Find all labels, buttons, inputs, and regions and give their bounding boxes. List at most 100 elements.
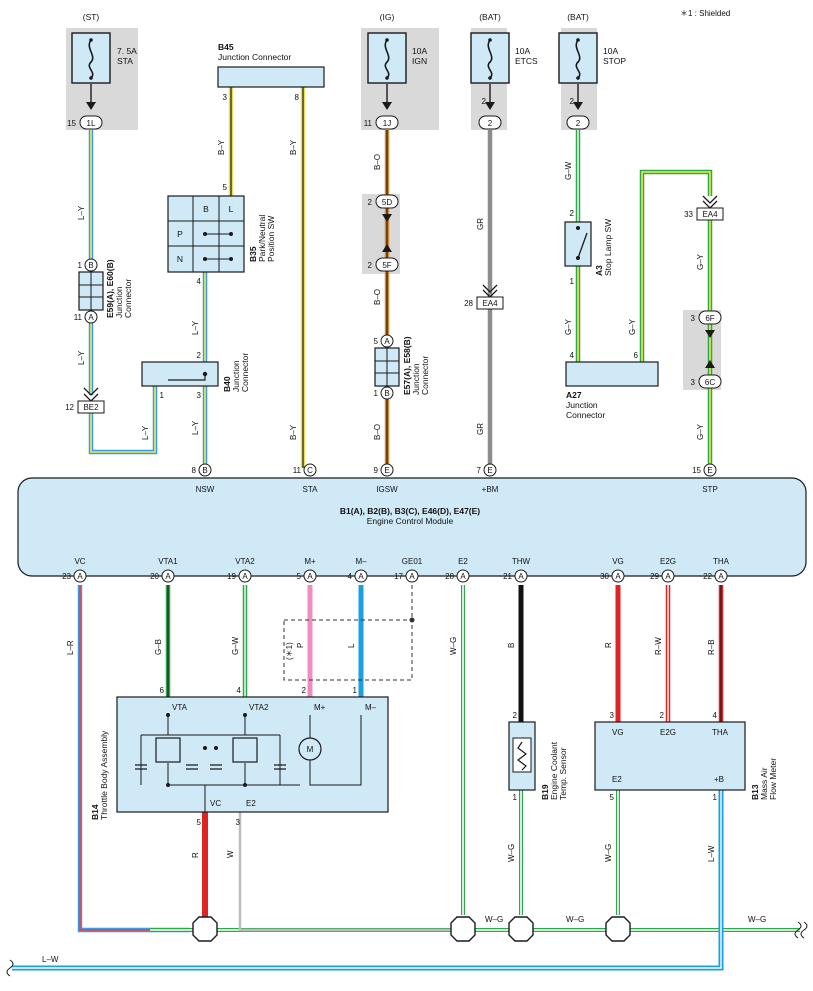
- b35-code: B35: [248, 246, 258, 262]
- svg-text:L–W: L–W: [42, 955, 59, 964]
- a3-name: Stop Lamp SW: [603, 219, 613, 276]
- fuse-sta-rating: 7. 5A: [117, 46, 137, 56]
- svg-text:6: 6: [634, 351, 639, 360]
- svg-text:3: 3: [236, 818, 241, 827]
- fuse-arrow-icons: [86, 84, 583, 110]
- e59-junction-connector: [78, 271, 104, 311]
- b19-code: B19: [540, 784, 550, 800]
- svg-text:L–Y: L–Y: [77, 205, 86, 220]
- svg-text:L–W: L–W: [707, 845, 716, 862]
- svg-text:4: 4: [197, 277, 202, 286]
- ecm-code: B1(A), B2(B), B3(C), E46(D), E47(E): [340, 506, 480, 516]
- svg-text:20: 20: [150, 572, 159, 581]
- svg-text:A: A: [307, 572, 313, 581]
- svg-text:2: 2: [570, 97, 575, 106]
- fuse-stop-icon: [558, 32, 598, 84]
- b35-name1: Park/Neutral: [257, 215, 267, 262]
- svg-text:A: A: [409, 572, 415, 581]
- svg-text:E: E: [384, 466, 389, 475]
- splice-points: [192, 916, 631, 942]
- e59-name1: Junction: [114, 286, 124, 318]
- svg-text:B–O: B–O: [373, 424, 382, 440]
- ecm-pin-tha: THA: [713, 557, 730, 566]
- ecm-pin-e2g: E2G: [660, 557, 676, 566]
- tag-2-etcs: 2: [488, 119, 493, 128]
- svg-text:29: 29: [650, 572, 659, 581]
- svg-text:W–G: W–G: [748, 915, 766, 924]
- svg-text:B: B: [384, 389, 389, 398]
- svg-text:B–O: B–O: [373, 289, 382, 305]
- b13-pin-tha: THA: [712, 728, 729, 737]
- svg-text:B–O: B–O: [373, 154, 382, 170]
- svg-text:2: 2: [570, 209, 575, 218]
- svg-text:2: 2: [368, 198, 373, 207]
- svg-text:G–B: G–B: [154, 639, 163, 655]
- svg-text:W–G: W–G: [604, 844, 613, 862]
- ecm-pin-thw: THW: [512, 557, 531, 566]
- b13-mass-air-flow-meter: [594, 721, 746, 791]
- fuse-etcs-source: (BAT): [479, 12, 501, 22]
- svg-text:1: 1: [353, 686, 358, 695]
- svg-text:8: 8: [295, 93, 300, 102]
- shield-mark: (＊1): [285, 642, 294, 660]
- b13-pin-e2: E2: [612, 775, 622, 784]
- svg-text:21: 21: [503, 572, 512, 581]
- fuse-ign-source: (IG): [380, 12, 395, 22]
- svg-text:3: 3: [691, 378, 696, 387]
- svg-text:A: A: [384, 337, 390, 346]
- svg-text:7: 7: [477, 466, 482, 475]
- svg-text:9: 9: [374, 466, 379, 475]
- tag-1j: 1J: [383, 119, 391, 128]
- e57-code: E57(A), E58(B): [402, 336, 412, 395]
- svg-text:A: A: [88, 313, 94, 322]
- ecm-name: Engine Control Module: [367, 516, 454, 526]
- a27-name1: Junction: [566, 400, 598, 410]
- break-mark-right: [794, 921, 808, 939]
- break-mark-left: [6, 959, 14, 977]
- svg-text:C: C: [307, 466, 313, 475]
- tag-5f: 5F: [382, 261, 391, 270]
- svg-text:L–Y: L–Y: [191, 320, 200, 335]
- tag-6f: 6F: [705, 314, 714, 323]
- svg-text:33: 33: [684, 210, 693, 219]
- ecm-pin-igsw: IGSW: [376, 485, 398, 494]
- svg-text:4: 4: [348, 572, 353, 581]
- top-wires: [88, 86, 713, 470]
- svg-text:5: 5: [374, 337, 379, 346]
- svg-text:1: 1: [513, 793, 518, 802]
- svg-text:5: 5: [610, 793, 615, 802]
- b19-coolant-temp-sensor: [508, 721, 536, 791]
- connector-letters: B 1 A 11 A 5 B 1: [74, 258, 394, 400]
- ecm-pin-bm: +BM: [482, 485, 499, 494]
- pin-numbers: 15 11 2 2 3 8 5 4 2 1 3 12 2 2 28 33 2 1…: [65, 93, 717, 827]
- a3-code: A3: [594, 265, 604, 276]
- fuse-ign-rating: 10A: [412, 46, 427, 56]
- b14-name: Throttle Body Assembly: [99, 730, 109, 820]
- svg-text:A: A: [460, 572, 466, 581]
- rect-tags: BE2 EA4 EA4: [77, 195, 724, 414]
- svg-text:GR: GR: [476, 218, 485, 230]
- shielded-note: ＊1 : Shielded: [680, 9, 730, 18]
- svg-text:E: E: [487, 466, 492, 475]
- b45-junction-connector: [217, 66, 325, 88]
- e57-name2: Connector: [420, 356, 430, 395]
- b35-row-n: N: [177, 254, 183, 264]
- svg-text:1: 1: [570, 277, 575, 286]
- fuse-ign-name: IGN: [412, 56, 427, 66]
- svg-text:G–Y: G–Y: [628, 318, 637, 335]
- b14-throttle-body: [116, 696, 389, 813]
- a27-name2: Connector: [566, 410, 605, 420]
- b14-pin-m-minus: M–: [365, 703, 377, 712]
- svg-text:19: 19: [227, 572, 236, 581]
- svg-text:L–Y: L–Y: [77, 350, 86, 365]
- svg-text:L: L: [347, 643, 356, 648]
- svg-text:A: A: [665, 572, 671, 581]
- svg-text:17: 17: [394, 572, 403, 581]
- b35-col-l: L: [229, 204, 234, 214]
- svg-text:A: A: [615, 572, 621, 581]
- svg-text:B: B: [88, 261, 93, 270]
- b13-code: B13: [750, 784, 760, 800]
- svg-text:G–Y: G–Y: [564, 318, 573, 335]
- svg-text:W–G: W–G: [449, 637, 458, 655]
- tag-be2: BE2: [83, 403, 99, 412]
